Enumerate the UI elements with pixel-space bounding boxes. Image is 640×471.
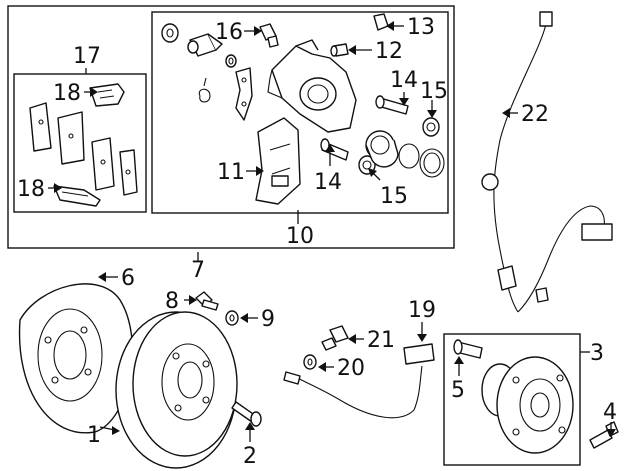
hub-assembly-frame — [443, 333, 581, 466]
callout-1: 1 — [87, 423, 101, 448]
callout-7: 7 — [191, 258, 205, 283]
hub-bolt — [589, 421, 619, 449]
caliper-bolt-16 — [259, 23, 279, 48]
callout-5: 5 — [451, 378, 465, 403]
hose-washer — [303, 354, 317, 370]
boot-lower — [358, 155, 376, 175]
seal-ring — [225, 54, 237, 68]
callout-21: 21 — [367, 328, 395, 353]
pad-clip-upper — [89, 83, 125, 107]
callout-numbers: 1 2 3 4 5 6 7 8 9 10 11 12 13 14 14 15 1… — [17, 15, 617, 469]
caliper-piston — [365, 130, 399, 168]
callout-13: 13 — [407, 15, 435, 40]
brake-disc — [115, 311, 238, 469]
callout-17: 17 — [73, 44, 101, 69]
guide-bolt-upper — [375, 95, 409, 115]
callout-14a: 14 — [314, 170, 342, 195]
caliper-assembly-frame — [151, 11, 449, 214]
callout-22: 22 — [521, 102, 549, 127]
shield-bolt — [195, 291, 219, 311]
disc-screw — [231, 401, 262, 427]
bleeder-cap — [373, 13, 389, 31]
callout-20: 20 — [337, 356, 365, 381]
callout-15b: 15 — [420, 79, 448, 104]
wheel-stud — [453, 339, 483, 359]
guide-pin-boot — [161, 23, 179, 43]
callout-9: 9 — [261, 307, 275, 332]
callout-2: 2 — [243, 444, 257, 469]
callout-14b: 14 — [390, 68, 418, 93]
callout-4: 4 — [603, 400, 617, 425]
brake-pads — [29, 102, 138, 196]
abs-sensor — [481, 11, 613, 313]
callout-3: 3 — [590, 341, 604, 366]
leader-lines — [48, 21, 616, 442]
brake-hose — [283, 343, 435, 419]
pad-clip-lower — [53, 185, 101, 207]
callout-18b: 18 — [17, 177, 45, 202]
callout-6: 6 — [121, 266, 135, 291]
boot-upper — [422, 117, 440, 137]
pad-kit-frame — [13, 73, 147, 213]
callout-12: 12 — [375, 39, 403, 64]
shield-washer — [225, 310, 239, 326]
hose-bolt — [321, 325, 349, 351]
bleeder-screw — [330, 43, 349, 57]
callout-16: 16 — [215, 20, 243, 45]
callout-10: 10 — [286, 224, 314, 249]
caliper-housing — [267, 39, 357, 133]
callout-11: 11 — [217, 160, 245, 185]
caliper-bracket — [255, 117, 301, 205]
spring-clip — [198, 77, 211, 103]
caliper-kit-frame — [7, 5, 455, 249]
callout-15a: 15 — [380, 184, 408, 209]
callout-19: 19 — [408, 298, 436, 323]
guide-bolt-lower — [320, 138, 349, 161]
dust-shield — [18, 283, 133, 434]
callout-8: 8 — [165, 289, 179, 314]
callout-18a: 18 — [53, 81, 81, 106]
hub-bearing — [481, 356, 574, 454]
guide-pin — [187, 33, 223, 57]
piston-seals — [398, 143, 445, 178]
anti-rattle-spring — [235, 67, 253, 121]
